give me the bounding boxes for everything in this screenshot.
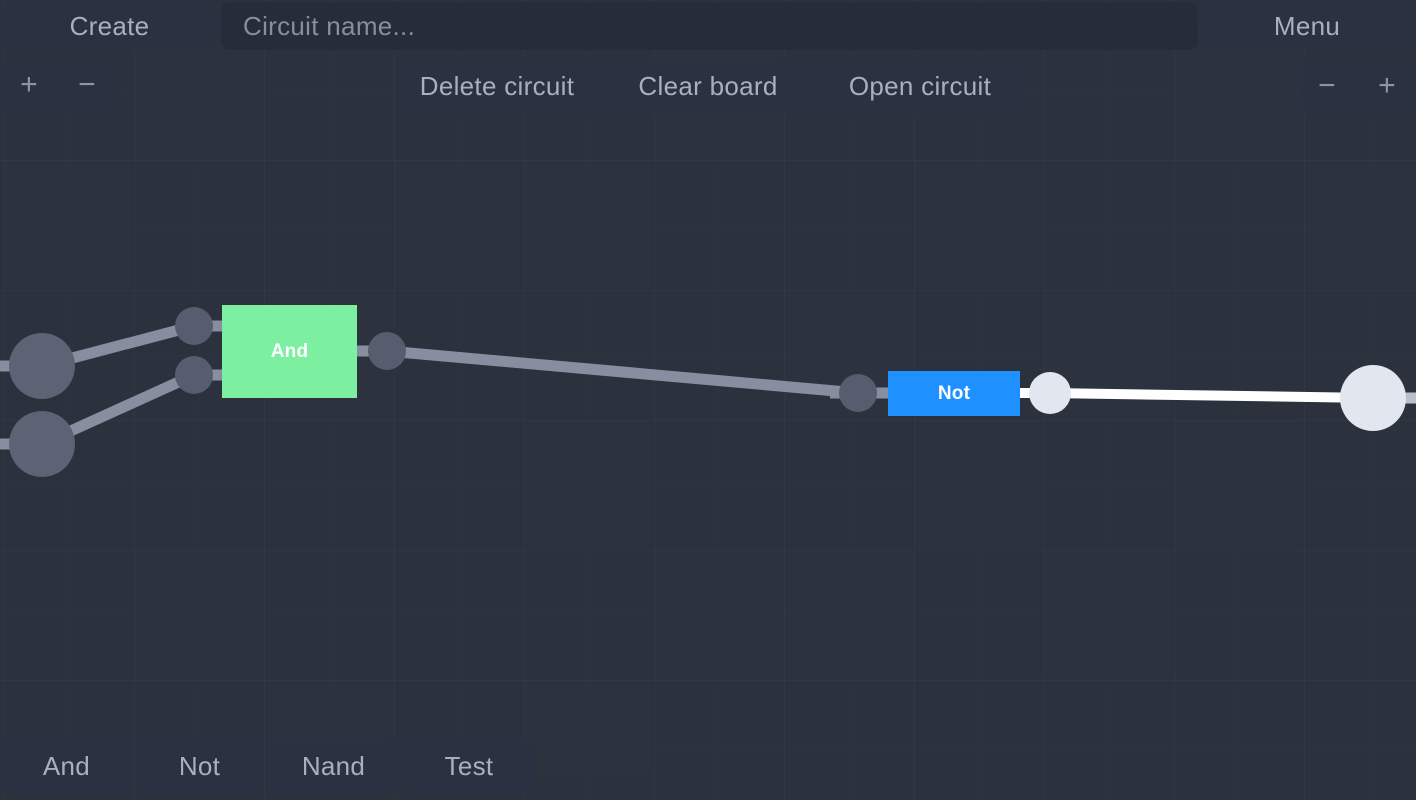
wire-group [0, 320, 1416, 450]
palette-item-test[interactable]: Test [403, 738, 535, 794]
menu-button[interactable]: Menu [1200, 2, 1414, 50]
input-node-b[interactable] [9, 411, 75, 477]
node-group [9, 307, 1406, 477]
gate-label: Not [937, 382, 971, 404]
create-button[interactable]: Create [2, 2, 217, 50]
and-input-bottom[interactable] [175, 356, 213, 394]
wire-and-to-not[interactable] [386, 345, 859, 399]
zoom-in-button[interactable]: + [1359, 58, 1415, 114]
gate-palette-toolbar: And Not Nand Test [0, 738, 1416, 800]
input-node-a[interactable] [9, 333, 75, 399]
clear-board-button[interactable]: Clear board [600, 58, 816, 114]
palette-item-not[interactable]: Not [135, 738, 264, 794]
delete-circuit-button[interactable]: Delete circuit [396, 58, 598, 114]
circuit-output[interactable] [1340, 365, 1406, 431]
and-output[interactable] [368, 332, 406, 370]
not-input[interactable] [839, 374, 877, 412]
palette-item-and[interactable]: And [0, 738, 133, 794]
and-input-top[interactable] [175, 307, 213, 345]
top-toolbar-secondary: + − Delete circuit Clear board Open circ… [0, 54, 1416, 116]
remove-input-button[interactable]: − [60, 58, 114, 112]
wire-not-to-output[interactable] [1049, 388, 1374, 403]
open-circuit-button[interactable]: Open circuit [819, 58, 1021, 114]
top-toolbar: Create Menu [0, 0, 1416, 52]
gate-and[interactable]: And [222, 305, 357, 398]
zoom-out-button[interactable]: − [1299, 58, 1355, 114]
circuit-name-input[interactable] [221, 2, 1198, 50]
palette-item-nand[interactable]: Nand [266, 738, 401, 794]
gate-label: And [270, 340, 309, 362]
gate-not[interactable]: Not [888, 371, 1020, 416]
add-input-button[interactable]: + [2, 58, 56, 112]
not-output[interactable] [1029, 372, 1071, 414]
